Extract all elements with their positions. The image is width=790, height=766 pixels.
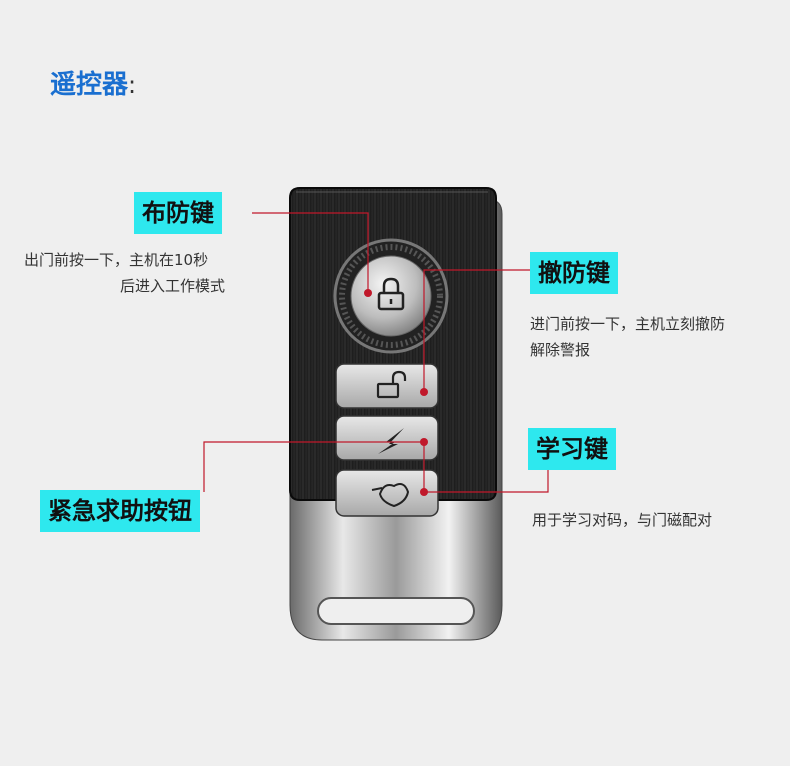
- emergency-button-label: 紧急求助按钮: [40, 490, 200, 532]
- learn-key-label: 学习键: [528, 428, 616, 470]
- lock-open-icon: [376, 370, 407, 399]
- lightning-icon: [378, 428, 404, 454]
- disarm-desc-line1: 进门前按一下，主机立刻撤防: [530, 315, 726, 333]
- learn-callout-dot: [420, 488, 428, 496]
- disarm-key-label: 撤防键: [530, 252, 618, 294]
- title-text: 遥控器: [50, 70, 129, 100]
- emergency-callout-line: [203, 441, 424, 492]
- learn-desc: 用于学习对码，与门磁配对: [532, 511, 713, 529]
- callout-lines: [203, 212, 549, 493]
- disarm-desc-line2: 解除警报: [530, 341, 591, 359]
- disarm-button[interactable]: [335, 363, 439, 409]
- emergency-button[interactable]: [335, 469, 439, 517]
- page-title: 遥控器:: [50, 66, 136, 104]
- arm-callout-dot: [364, 289, 372, 297]
- disarm-callout-line: [423, 269, 530, 392]
- learn-button[interactable]: [335, 415, 439, 461]
- arm-key-label: 布防键: [134, 192, 222, 234]
- disarm-callout-dot: [420, 388, 428, 396]
- arm-desc-line1: 出门前按一下，主机在10秒: [24, 251, 209, 269]
- arm-desc-line2: 后进入工作模式: [120, 277, 226, 295]
- arm-button[interactable]: [333, 238, 449, 354]
- callout-dots: [364, 289, 428, 496]
- learn-callout-line: [423, 442, 549, 493]
- arm-callout-line: [252, 212, 369, 293]
- emergency-callout-dot: [420, 438, 428, 446]
- title-colon: :: [128, 71, 137, 99]
- lock-closed-icon: [377, 277, 405, 311]
- sos-hand-icon: [371, 483, 410, 508]
